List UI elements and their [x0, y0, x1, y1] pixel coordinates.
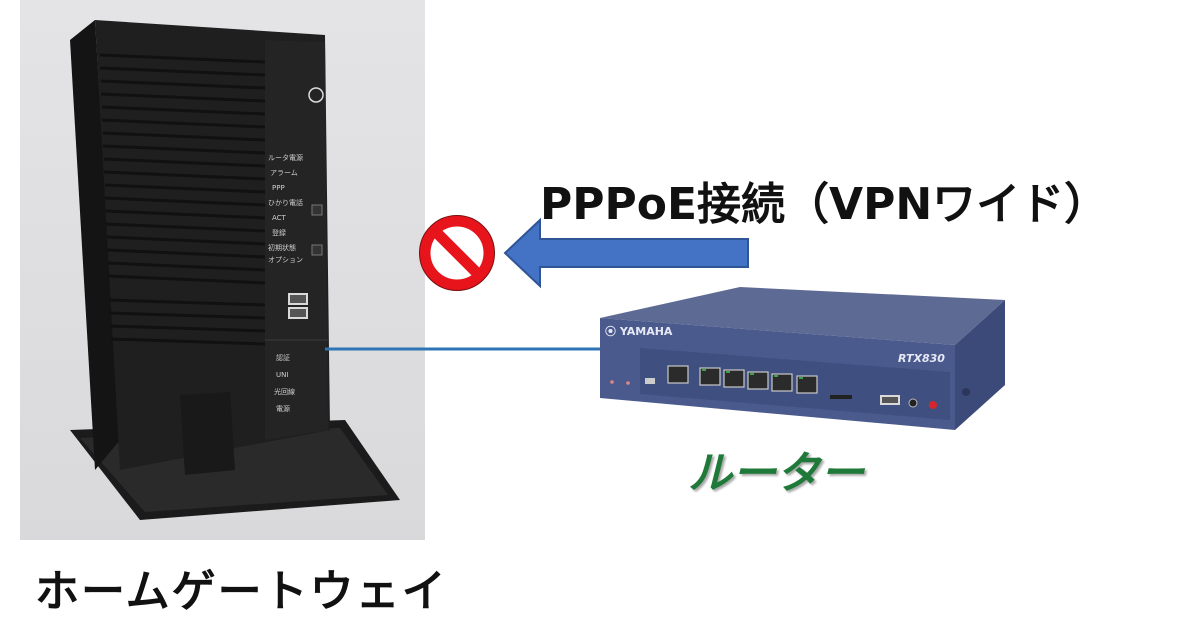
svg-text:ひかり電話: ひかり電話 — [268, 198, 303, 207]
svg-text:電源: 電源 — [276, 404, 290, 413]
router-brand: ⦿ YAMAHA — [605, 324, 673, 338]
connection-label: PPPoE接続（VPNワイド） — [540, 179, 1109, 230]
svg-text:認証: 認証 — [276, 353, 290, 362]
router-model: RTX830 — [898, 352, 945, 365]
svg-text:アラーム: アラーム — [270, 169, 298, 177]
router-device: ⦿ YAMAHA RTX830 — [600, 287, 1005, 430]
svg-text:オプション: オプション — [268, 256, 303, 264]
home-gateway-label: ホームゲートウェイ — [35, 566, 448, 617]
left-arrow — [503, 217, 749, 289]
prohibited-icon — [419, 215, 495, 291]
svg-text:ルータ電源: ルータ電源 — [268, 153, 303, 162]
svg-text:登録: 登録 — [272, 228, 286, 237]
svg-text:光回線: 光回線 — [274, 387, 295, 396]
router-label: ルーター — [688, 448, 864, 499]
home-gateway-device: ルータ電源 アラーム PPP ひかり電話 ACT 登録 初期状態 オプション 認… — [70, 20, 400, 520]
svg-text:UNI: UNI — [276, 371, 288, 379]
svg-text:初期状態: 初期状態 — [268, 243, 296, 252]
svg-text:PPP: PPP — [272, 184, 285, 192]
svg-text:ACT: ACT — [272, 214, 287, 222]
